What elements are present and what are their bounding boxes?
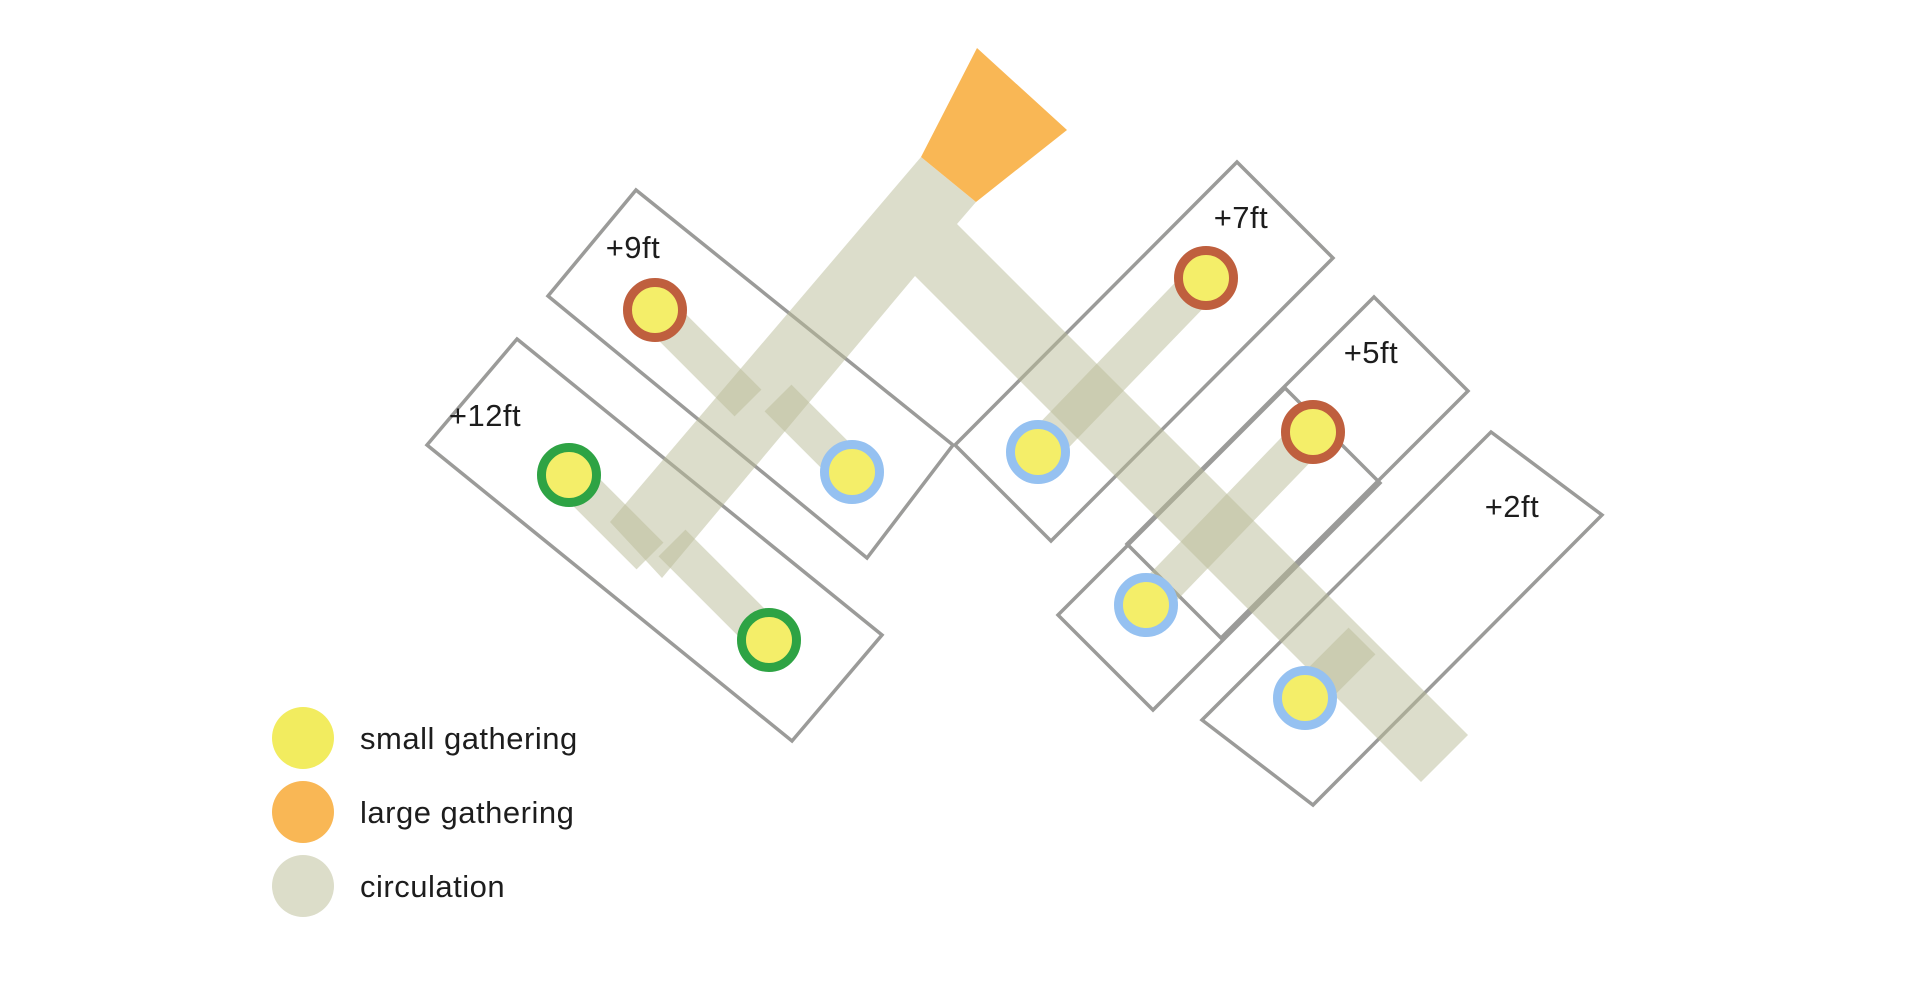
small-gathering-node-blue-center [1006, 420, 1070, 484]
platform-block-lower-terrace [1055, 385, 1383, 713]
small-gathering-node-green-12ft-lower [737, 608, 801, 672]
connector-7ft-to-center [1024, 264, 1220, 466]
legend-item-circulation: circulation [272, 855, 505, 917]
large-gathering-wedge [921, 48, 1067, 202]
gathering-nodes [537, 246, 1345, 730]
platform-label-5ft: +5ft [1344, 335, 1399, 370]
small-gathering-swatch [272, 707, 334, 769]
small-gathering-node-red-5ft [1281, 400, 1345, 464]
platform-labels: +9ft +12ft +7ft +5ft +2ft [449, 200, 1539, 524]
legend: small gathering large gathering circulat… [272, 707, 578, 917]
small-gathering-node-blue-2ft [1273, 666, 1337, 730]
legend-item-large-gathering: large gathering [272, 781, 574, 843]
legend-label-large-gathering: large gathering [360, 795, 574, 830]
platform-block-9ft [545, 187, 956, 561]
small-gathering-node-blue-lower-mid [1114, 573, 1178, 637]
large-gathering-swatch [272, 781, 334, 843]
small-gathering-node-blue-left [820, 440, 884, 504]
legend-item-small-gathering: small gathering [272, 707, 578, 769]
platform-label-2ft: +2ft [1485, 489, 1540, 524]
platform-label-7ft: +7ft [1214, 200, 1269, 235]
legend-label-circulation: circulation [360, 869, 505, 904]
small-gathering-node-red-7ft [1174, 246, 1238, 310]
circulation-swatch [272, 855, 334, 917]
platform-label-9ft: +9ft [606, 230, 661, 265]
platform-blocks [424, 159, 1605, 808]
platform-label-12ft: +12ft [449, 398, 521, 433]
legend-label-small-gathering: small gathering [360, 721, 578, 756]
small-gathering-node-red-9ft [623, 278, 687, 342]
small-gathering-node-green-12ft-upper [537, 443, 601, 507]
circulation-spine-path [610, 157, 1468, 782]
connector-5ft-to-lower [1132, 418, 1327, 619]
platform-block-12ft [424, 336, 885, 744]
